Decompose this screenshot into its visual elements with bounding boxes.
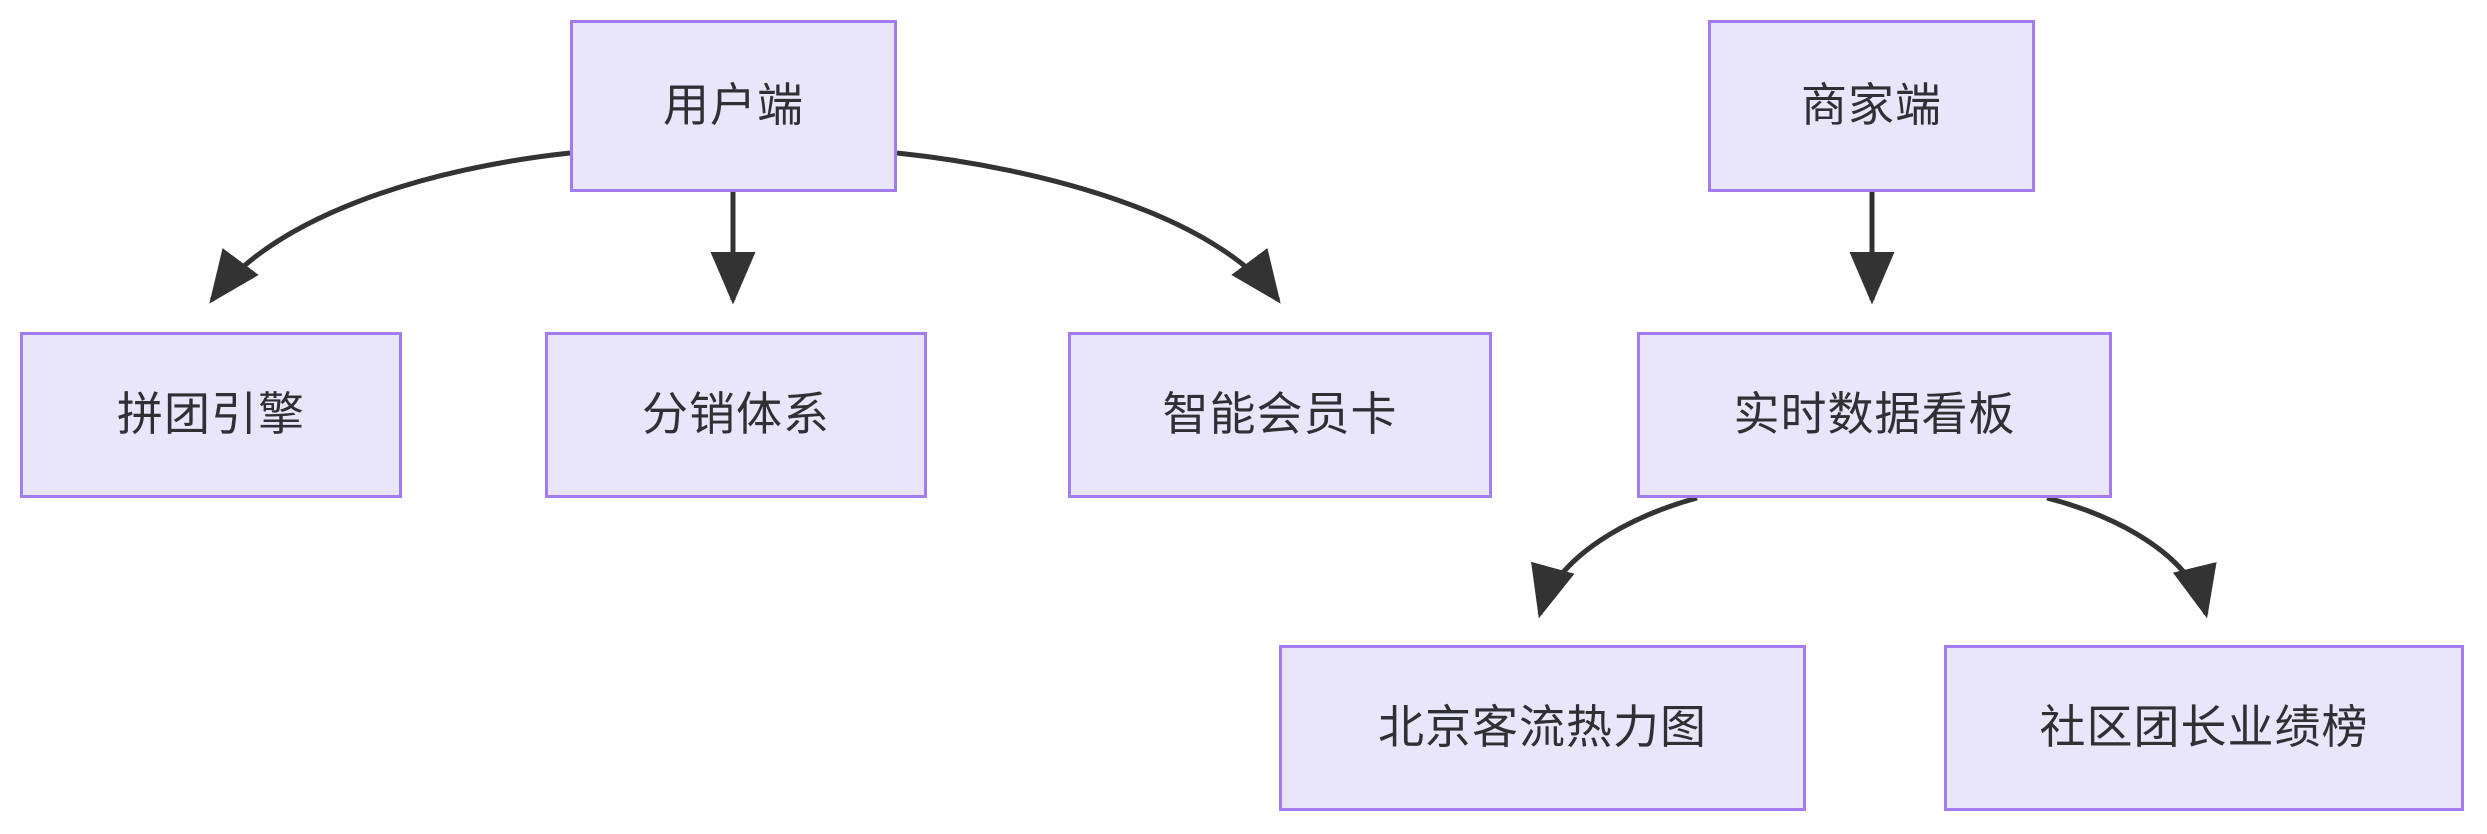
- node-group-buy-engine[interactable]: 拼团引擎: [20, 332, 402, 498]
- node-label: 社区团长业绩榜: [2039, 701, 2369, 754]
- node-leaderboard[interactable]: 社区团长业绩榜: [1944, 645, 2464, 811]
- node-member-card[interactable]: 智能会员卡: [1068, 332, 1492, 498]
- node-merchant-client[interactable]: 商家端: [1708, 20, 2035, 192]
- node-label: 用户端: [663, 79, 804, 132]
- node-dashboard[interactable]: 实时数据看板: [1637, 332, 2112, 498]
- node-distribution[interactable]: 分销体系: [545, 332, 927, 498]
- node-label: 分销体系: [642, 388, 830, 441]
- node-label: 北京客流热力图: [1378, 701, 1707, 754]
- edge-dashboard-to-heatmap: [1531, 495, 1698, 619]
- edge-dashboard-to-leaderboard: [2046, 495, 2217, 619]
- node-label: 实时数据看板: [1733, 388, 2016, 441]
- edge-user-client-to-group-buy-engine: [209, 150, 571, 304]
- node-label: 商家端: [1801, 79, 1942, 132]
- node-user-client[interactable]: 用户端: [570, 20, 897, 192]
- node-label: 拼团引擎: [117, 388, 305, 441]
- node-label: 智能会员卡: [1162, 388, 1398, 441]
- edge-user-client-to-member-card: [896, 150, 1281, 304]
- node-heatmap[interactable]: 北京客流热力图: [1279, 645, 1806, 811]
